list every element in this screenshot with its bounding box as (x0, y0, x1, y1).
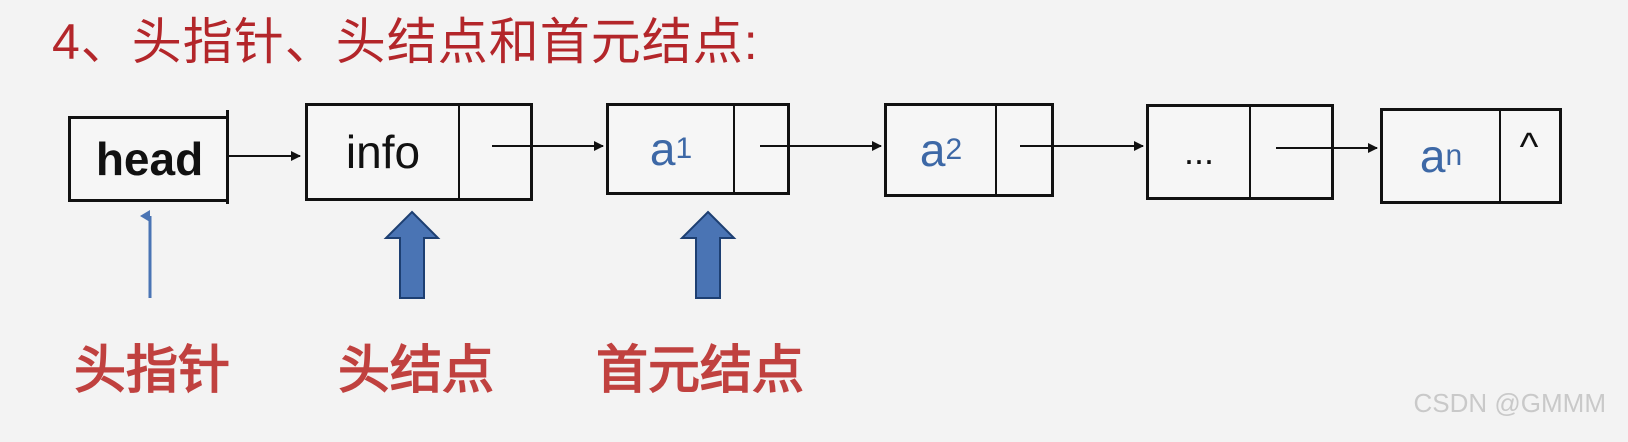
label-head-pointer: 头指针 (74, 342, 231, 400)
a1-sub: 1 (675, 132, 693, 165)
a2-base: a (919, 124, 946, 176)
diagram-title: 4、头指针、头结点和首元结点: (52, 14, 759, 70)
head-node: info (305, 103, 533, 201)
a2-sub: 2 (945, 133, 963, 166)
ellipsis-node: ... (1146, 104, 1334, 200)
an-base: a (1419, 130, 1446, 182)
null-pointer-marker: ^ (1519, 125, 1539, 169)
node-divider (733, 106, 735, 192)
head-node-block-arrow (383, 210, 441, 299)
head-label: head (95, 133, 204, 185)
label-first-node: 首元结点 (596, 342, 805, 400)
a1-base: a (649, 123, 676, 175)
node-divider (1499, 111, 1501, 201)
head-node-info: info (345, 126, 421, 178)
ellipsis-data: ... (1183, 131, 1214, 172)
an-sub: n (1445, 139, 1463, 172)
watermark: CSDN @GMMM (1413, 388, 1607, 418)
head-pointer-box: head (68, 116, 228, 202)
label-head-node: 头结点 (338, 342, 495, 400)
node-divider (995, 106, 997, 194)
node-divider (1249, 107, 1251, 197)
head-box-right-edge (226, 110, 229, 204)
first-node-block-arrow (679, 210, 737, 299)
node-divider (458, 106, 460, 198)
